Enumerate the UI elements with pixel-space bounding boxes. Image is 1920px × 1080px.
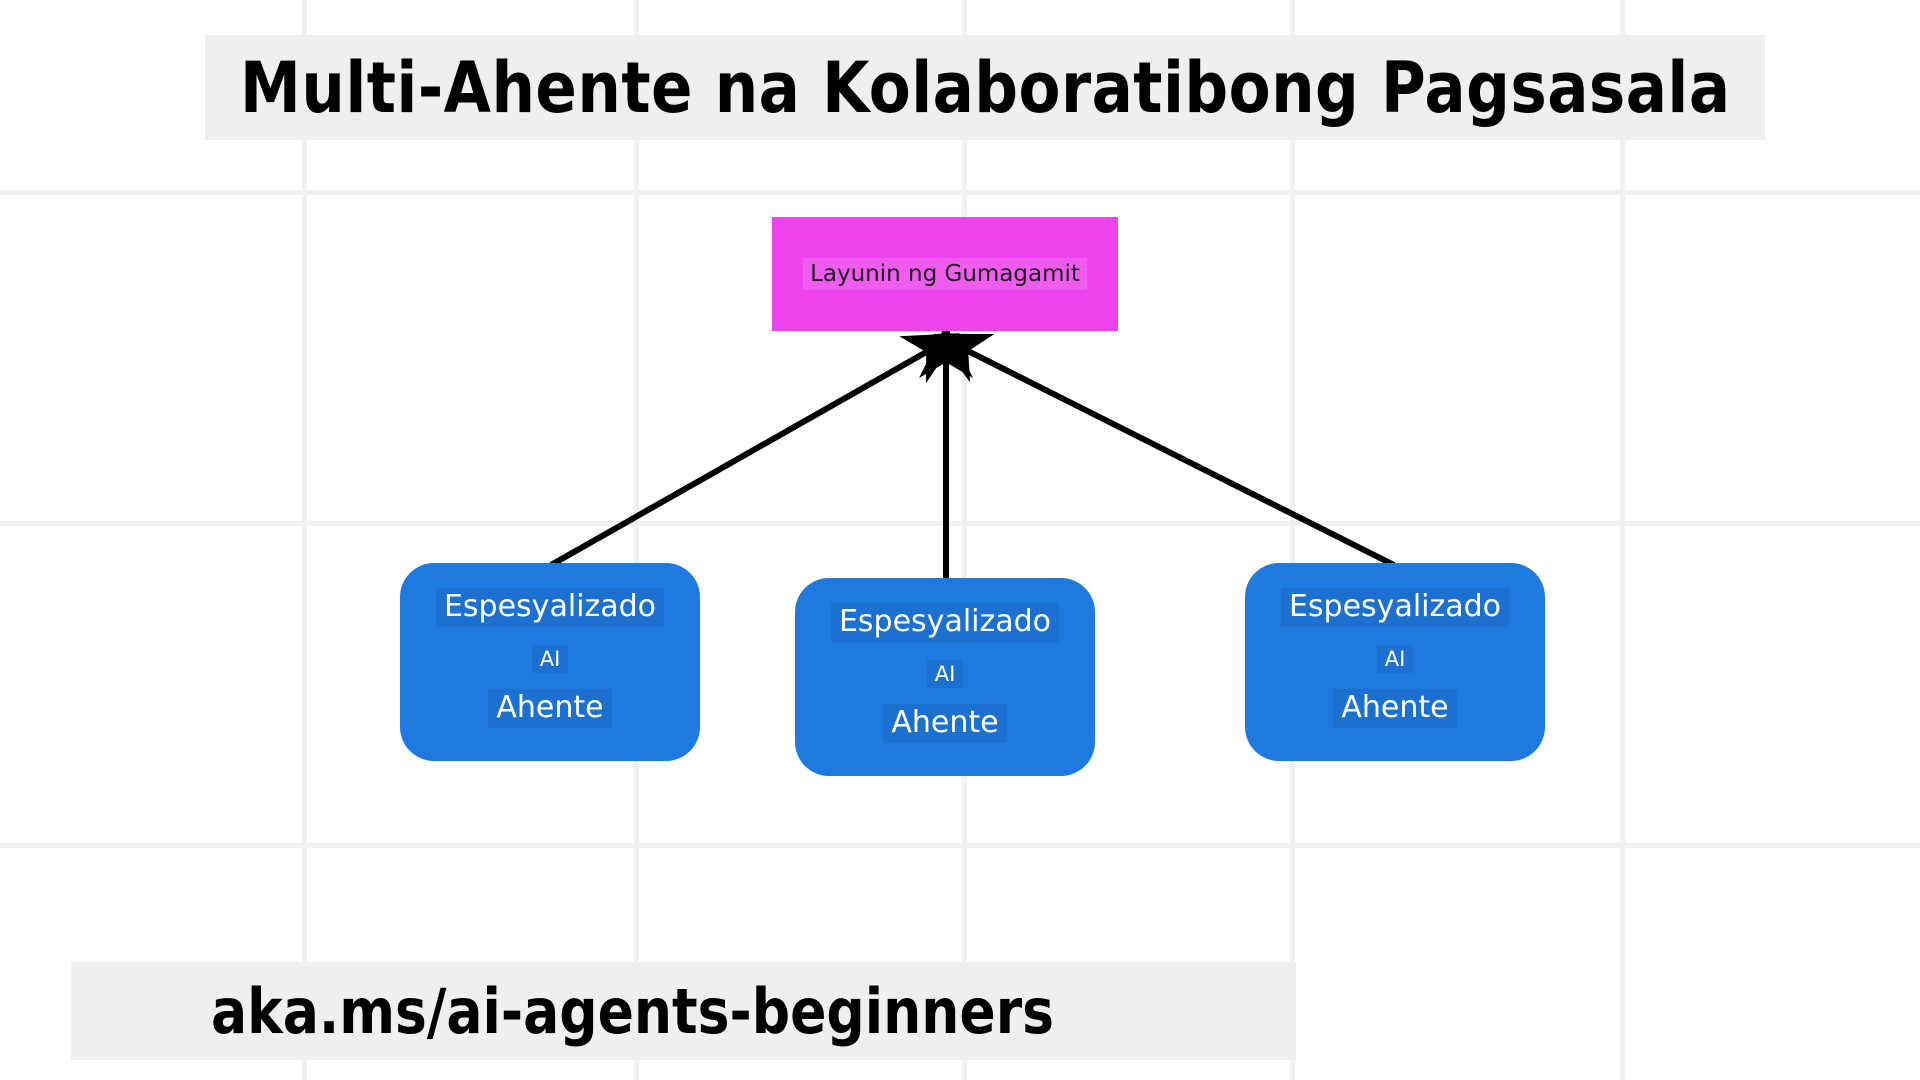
agent-node-3-line1: Espesyalizado (1280, 588, 1510, 627)
agent-node-2-line1: Espesyalizado (830, 603, 1060, 642)
agent-node-1[interactable]: Espesyalizado AI Ahente — (400, 563, 700, 761)
agent-node-2-line3: Ahente (883, 704, 1007, 743)
agent-node-2-clipped-line: — (930, 745, 960, 751)
agent-node-1-line1: Espesyalizado (435, 588, 665, 627)
goal-node[interactable]: Layunin ng Gumagamit (772, 217, 1118, 331)
title-band: Multi-Ahente na Kolaboratibong Pagsasala (205, 35, 1765, 140)
footer-url[interactable]: aka.ms/ai-agents-beginners (211, 974, 1054, 1048)
edge-agent1-to-goal (549, 333, 960, 568)
agent-node-1-clipped-line: — (535, 730, 565, 736)
agent-node-3-line3: Ahente (1333, 689, 1457, 728)
page-title: Multi-Ahente na Kolaboratibong Pagsasala (239, 46, 1731, 129)
agent-node-3-clipped-line: — (1380, 730, 1410, 736)
agent-node-3[interactable]: Espesyalizado AI Ahente — (1245, 563, 1545, 761)
agent-node-3-line2: AI (1376, 644, 1414, 674)
agent-node-2[interactable]: Espesyalizado AI Ahente — (795, 578, 1095, 776)
agent-node-1-line3: Ahente (488, 689, 612, 728)
agent-node-1-line2: AI (531, 644, 569, 674)
agent-node-2-line2: AI (926, 659, 964, 689)
goal-node-label: Layunin ng Gumagamit (803, 258, 1087, 290)
footer-band: aka.ms/ai-agents-beginners (71, 962, 1296, 1060)
edge-agent3-to-goal (933, 333, 1396, 568)
